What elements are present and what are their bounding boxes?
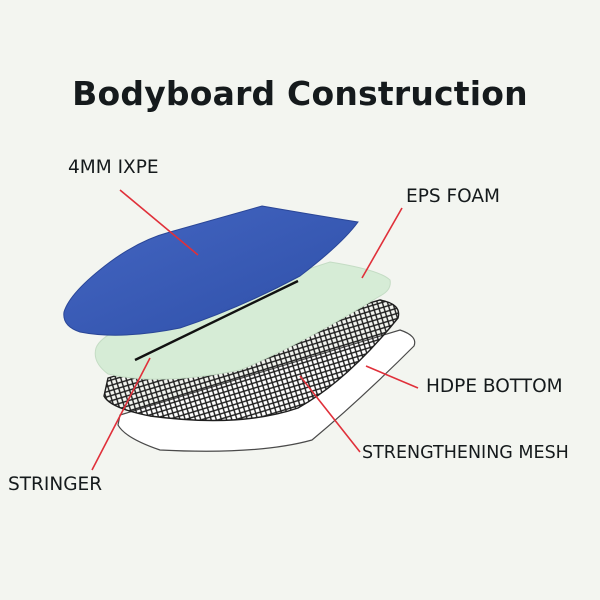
eps-foam-layer: [94, 261, 391, 380]
hdpe-pointer-line: [365, 365, 419, 389]
ixpe-pointer-line: [119, 189, 199, 256]
label-4mm-ixpe: 4MM IXPE: [68, 157, 159, 178]
diagram-title: Bodyboard Construction: [72, 74, 528, 113]
ixpe-deck-layer: [63, 205, 359, 336]
stringer-line: [134, 279, 299, 362]
eps-pointer-line: [361, 207, 403, 279]
mesh-pointer-line: [299, 375, 361, 453]
label-strengthening-mesh: STRENGTHENING MESH: [362, 443, 569, 463]
label-stringer: STRINGER: [8, 474, 103, 495]
label-eps-foam: EPS FOAM: [406, 186, 500, 207]
stringer-pointer-line: [91, 357, 151, 471]
label-hdpe-bottom: HDPE BOTTOM: [426, 376, 563, 397]
